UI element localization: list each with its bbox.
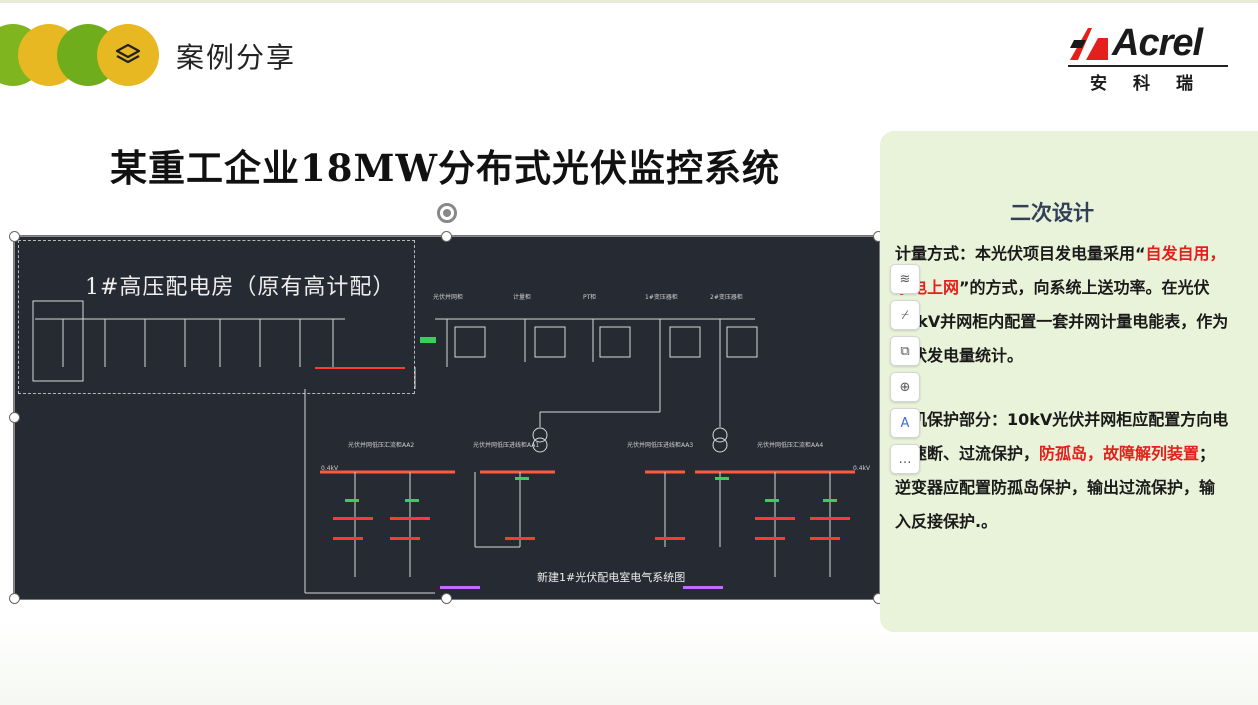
logo-cn: 安科瑞 — [1090, 74, 1219, 94]
main-title: 某重工企业18MW分布式光伏监控系统 — [110, 146, 780, 190]
more-button[interactable]: … — [890, 444, 920, 474]
hv-room-title: 1#高压配电房（原有高计配） — [85, 275, 396, 300]
header-title: 案例分享 — [176, 41, 297, 74]
resize-handle[interactable] — [9, 593, 20, 604]
resize-handle[interactable] — [441, 593, 452, 604]
header-badge — [97, 24, 159, 86]
cabinet-label: 2#变压器柜 — [710, 293, 743, 301]
more-icon: … — [898, 451, 912, 467]
logo-divider — [1068, 65, 1228, 67]
text-recognize-button[interactable]: A — [890, 408, 920, 438]
lv-cabinet-label: 光伏并网低压汇流柜AA2 — [348, 441, 414, 449]
top-accent-bar — [0, 0, 1258, 3]
logo-brand: Acrel — [1112, 22, 1203, 64]
resize-handle[interactable] — [441, 231, 452, 242]
cabinet-label: 计量柜 — [513, 293, 531, 301]
protection-paragraph: 电机保护部分：10kV光伏并网柜应配置方向电流速断、过流保护，防孤岛，故障解列装… — [895, 403, 1230, 539]
resize-handle[interactable] — [9, 231, 20, 242]
zoom-icon: ⊕ — [899, 379, 911, 395]
diagram-caption: 新建1#光伏配电室电气系统图 — [537, 571, 686, 584]
voltage-label-left: 0.4kV — [321, 465, 339, 472]
crop-icon: ⌿ — [901, 307, 909, 323]
text-run: 电机保护部分：10kV光伏并网柜应配置方向电流速断、过流保护， — [895, 410, 1229, 463]
metering-paragraph: 计量方式：本光伏项目发电量采用“自发自用，余电上网”的方式，向系统上送功率。在光… — [895, 237, 1230, 373]
lv-cabinet-label: 光伏并网低压进线柜AA1 — [473, 441, 539, 449]
copy-button[interactable]: ⧉ — [890, 336, 920, 366]
text-run: ”的方式，向系统上送功率。在光伏10kV并网柜内配置一套并网计量电能表，作为光伏… — [895, 278, 1229, 365]
crop-button[interactable]: ⌿ — [890, 300, 920, 330]
text-recognize-icon: A — [900, 415, 910, 431]
panel-title: 二次设计 — [1010, 201, 1094, 225]
cabinet-label: 1#变压器柜 — [645, 293, 678, 301]
resize-handle[interactable] — [9, 412, 20, 423]
cabinet-label: 光伏并网柜 — [433, 293, 463, 301]
voltage-label-right: 0.4kV — [853, 465, 871, 472]
zoom-button[interactable]: ⊕ — [890, 372, 920, 402]
acrel-mark-icon — [1070, 28, 1108, 60]
text-run: 计量方式：本光伏项目发电量采用“ — [895, 244, 1146, 263]
copy-icon: ⧉ — [900, 343, 910, 359]
secondary-design-panel: 二次设计 计量方式：本光伏项目发电量采用“自发自用，余电上网”的方式，向系统上送… — [880, 131, 1258, 632]
highlight-text: 防孤岛，故障解列装置 — [1039, 444, 1200, 463]
electrical-diagram-image[interactable]: 1#高压配电房（原有高计配） — [14, 236, 880, 600]
acrel-logo: Acrel 安科瑞 — [1068, 22, 1230, 94]
layers-icon — [115, 43, 141, 64]
layers-button[interactable]: ≋ — [890, 264, 920, 294]
cabinet-label: PT柜 — [583, 293, 596, 301]
lv-cabinet-label: 光伏并网低压汇流柜AA4 — [757, 441, 823, 449]
text-run: ；逆变器应配置防孤岛保护，输出过流保护，输入反接保护.。 — [895, 444, 1216, 531]
rotate-handle[interactable] — [437, 203, 457, 223]
lv-cabinet-label: 光伏并网低压进线柜AA3 — [627, 441, 693, 449]
single-line-diagram: 光伏并网柜 计量柜 PT柜 1#变压器柜 2#变压器柜 光伏并网低压汇流柜AA2… — [32, 293, 871, 594]
hv-room-box: 1#高压配电房（原有高计配） — [18, 240, 415, 394]
layers-icon: ≋ — [899, 271, 911, 287]
